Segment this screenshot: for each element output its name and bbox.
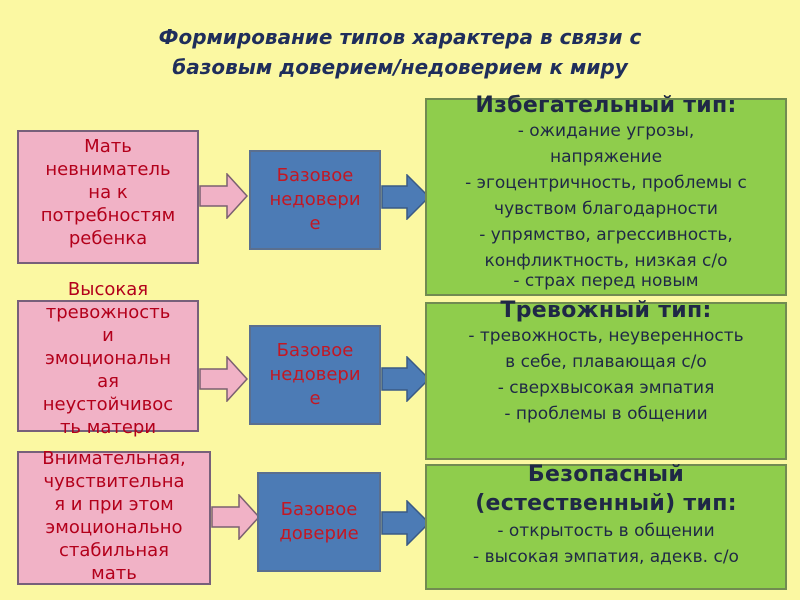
cause-box-3: Внимательная, чувствительна я и при этом… [17,448,211,585]
cause-3-line: Внимательная, [42,448,186,469]
base-1-line: Базовое [276,165,354,186]
base-1-line: е [309,213,321,234]
cause-2-line: и [102,325,114,346]
base-1-line: недовери [269,189,361,210]
cause-1-line: потребностям [40,205,176,226]
type-1-item: страх перед новым [427,268,785,294]
type-3-title: Безопасный (естественный) тип: [475,462,737,516]
type-2-item: сверхвысокая эмпатия [427,375,785,401]
type-2-title: Тревожный тип: [500,298,712,323]
arrow-cause-to-base-2 [199,356,249,402]
cause-3-line: мать [91,563,137,584]
cause-3-line: чувствительна [43,471,185,492]
cause-box-1: Мать невниматель на к потребностям ребен… [17,130,199,264]
type-1-title: Избегательный тип: [475,93,737,118]
cause-2-line: эмоциональн [44,348,172,369]
arrow-cause-to-base-1 [199,173,249,219]
cause-3-line: стабильная [59,540,169,561]
base-2-line: недовери [269,364,361,385]
arrow-base-to-type-2 [381,356,431,402]
base-box-2: Базовое недовери е [249,325,381,425]
arrow-cause-to-base-3 [211,494,261,540]
cause-1-line: Мать [84,136,132,157]
cause-box-2: Высокая тревожность и эмоциональн ая неу… [17,279,199,438]
diagram-title: Формирование типов характера в связи с б… [60,22,740,82]
type-3-item: высокая эмпатия, адекв. с/о [427,544,785,570]
type-2-item: проблемы в общении [427,401,785,427]
cause-2-line: неустойчивос [42,394,174,415]
base-3-line: доверие [279,523,359,544]
base-box-1: Базовое недовери е [249,150,381,250]
cause-3-line: я и при этом [54,494,174,515]
arrow-base-to-type-1 [381,174,431,220]
type-1-item: эгоцентричность, проблемы с чувством бла… [427,170,785,222]
base-2-line: Базовое [276,340,354,361]
type-box-3: Безопасный (естественный) тип: открытост… [425,462,787,590]
base-2-line: е [309,388,321,409]
title-line-2: базовым доверием/недоверием к миру [172,55,628,79]
cause-2-line: Высокая [67,279,149,300]
type-1-item: ожидание угрозы, напряжение [427,118,785,170]
cause-1-line: невниматель [45,159,171,180]
cause-1-line: ребенка [68,228,148,249]
base-3-line: Базовое [280,499,358,520]
type-1-item: упрямство, агрессивность, конфликтность,… [427,222,785,274]
title-line-1: Формирование типов характера в связи с [158,25,642,49]
type-box-1: Избегательный тип: ожидание угрозы, напр… [425,94,787,296]
cause-2-line: ть матери [59,417,157,438]
type-3-item: открытость в общении [427,518,785,544]
arrow-base-to-type-3 [381,500,431,546]
base-box-3: Базовое доверие [257,472,381,572]
type-2-item: тревожность, неуверенность в себе, плава… [427,323,785,375]
cause-2-line: тревожность [45,302,171,323]
cause-3-line: эмоционально [45,517,183,538]
cause-1-line: на к [88,182,128,203]
type-box-2: Тревожный тип: тревожность, неуверенност… [425,298,787,460]
cause-2-line: ая [97,371,119,392]
